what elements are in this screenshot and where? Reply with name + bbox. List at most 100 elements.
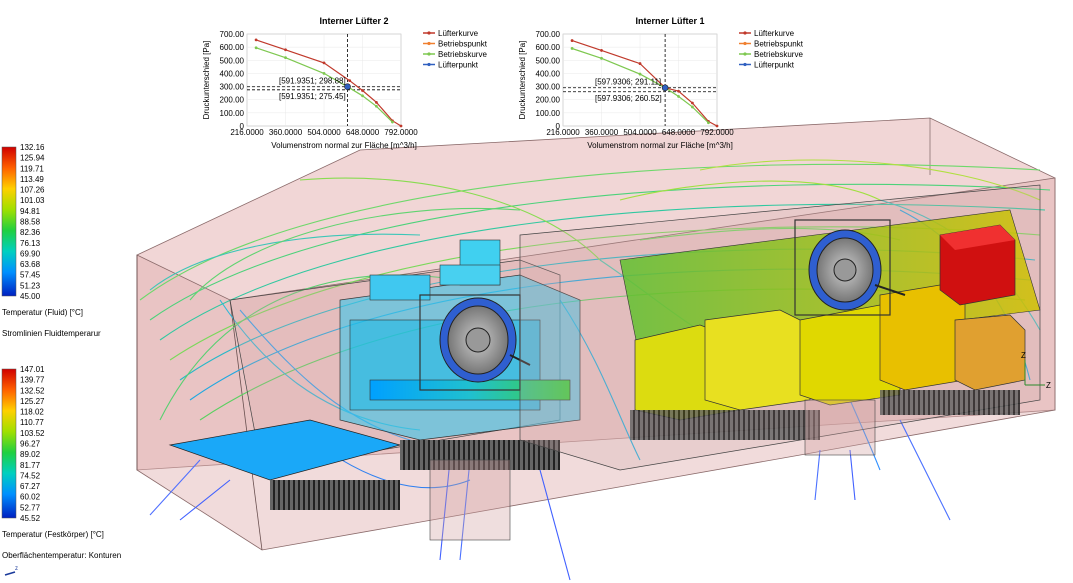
colorbar-tick-label: 45.52 [20, 514, 41, 523]
colorbar-tick-label: 88.58 [20, 218, 41, 227]
point-annotation: [597.9306; 260.52] [595, 94, 662, 103]
triad-axes-icon: Z Z [1021, 351, 1051, 390]
legend-label: Lüfterkurve [438, 29, 479, 38]
legend-label: Lüfterpunkt [438, 61, 479, 70]
legend-label: Betriebspunkt [754, 40, 804, 49]
series-point [600, 56, 603, 60]
colorbar-tick-label: 69.90 [20, 249, 41, 258]
fan-1 [794, 219, 906, 316]
series-point [254, 46, 258, 50]
y-tick-label: 500.00 [536, 56, 561, 65]
series-point [570, 47, 574, 50]
y-axis-label: Druckunterschied [Pa] [202, 41, 211, 120]
legend-marker [427, 31, 431, 35]
x-tick-label: 504.0000 [623, 128, 657, 137]
series-point [284, 56, 287, 60]
series-point [691, 105, 694, 109]
series-point [715, 124, 719, 128]
series-point [361, 94, 364, 98]
legend-marker [743, 31, 747, 35]
chart-title: Interner Lüfter 1 [635, 16, 704, 26]
series-point [322, 72, 326, 75]
x-tick-label: 792.0000 [384, 128, 418, 137]
colorbar-tick-label: 125.94 [20, 154, 45, 163]
colorbar-tick-label: 74.52 [20, 471, 41, 480]
series-point [391, 120, 394, 124]
y-tick-label: 100.00 [536, 109, 561, 118]
x-tick-label: 216.0000 [546, 128, 580, 137]
colorbar-solid-label: Temperatur (Festkörper) [°C] [2, 530, 104, 539]
colorbar-tick-label: 125.27 [20, 397, 45, 406]
x-tick-label: 360.0000 [269, 128, 303, 137]
legend-marker [743, 62, 747, 67]
y-tick-label: 700.00 [220, 30, 245, 39]
colorbar-tick-label: 103.52 [20, 429, 45, 438]
x-axis-label: Volumenstrom normal zur Fläche [m^3/h] [271, 141, 417, 150]
enclosure-model: Z Z z [4, 117, 1056, 581]
colorbar-solid: 147.01139.77132.52125.27118.02110.77103.… [1, 365, 121, 560]
y-tick-label: 600.00 [220, 43, 245, 52]
colorbar-tick-label: 94.81 [20, 207, 41, 216]
y-tick-label: 0 [240, 122, 245, 131]
operating-point [344, 83, 351, 91]
y-tick-label: 300.00 [536, 83, 561, 92]
x-tick-label: 360.0000 [585, 128, 619, 137]
series-point [322, 61, 326, 65]
colorbar-tick-label: 60.02 [20, 493, 41, 502]
colorbar-tick-label: 63.68 [20, 260, 41, 269]
y-tick-label: 200.00 [536, 96, 561, 105]
y-tick-label: 500.00 [220, 56, 245, 65]
point-annotation: [591.9351; 298.88] [279, 77, 346, 86]
colorbar-tick-label: 82.36 [20, 228, 41, 237]
legend-marker [427, 62, 431, 67]
colorbar-tick-label: 110.77 [20, 418, 44, 427]
colorbar-tick-label: 139.77 [20, 376, 45, 385]
svg-text:Z: Z [1046, 381, 1051, 390]
chart-title: Interner Lüfter 2 [319, 16, 388, 26]
series-point [600, 49, 603, 52]
series-point [677, 95, 680, 98]
point-annotation: [591.9351; 275.45] [279, 92, 346, 101]
y-axis-label: Druckunterschied [Pa] [518, 41, 527, 120]
colorbar-tick-label: 132.52 [20, 386, 45, 395]
series-point [361, 89, 364, 92]
y-tick-label: 200.00 [220, 96, 245, 105]
colorbar-solid-caption: Oberflächentemperatur: Konturen [2, 551, 121, 560]
colorbar-tick-label: 96.27 [20, 440, 41, 449]
colorbar-tick-label: 119.71 [20, 164, 44, 173]
components-yellow [634, 284, 1026, 421]
x-tick-label: 792.0000 [700, 128, 734, 137]
point-annotation: [597.9306; 291.11] [595, 78, 661, 87]
colorbar-tick-label: 147.01 [20, 365, 45, 374]
colorbar-tick-label: 51.23 [20, 281, 41, 290]
series-point [348, 79, 352, 83]
colorbar-tick-label: 113.49 [20, 175, 44, 184]
legend-marker [743, 52, 747, 56]
series-point [284, 48, 287, 52]
svg-text:z: z [15, 566, 18, 572]
series-point [254, 38, 258, 42]
operating-point [661, 84, 669, 92]
series-point [638, 62, 642, 65]
colorbar-tick-label: 101.03 [20, 196, 45, 205]
legend-label: Lüfterpunkt [754, 61, 795, 70]
series-point [691, 101, 694, 105]
y-tick-label: 300.00 [220, 83, 245, 92]
x-axis-label: Volumenstrom normal zur Fläche [m^3/h] [587, 141, 733, 150]
x-tick-label: 504.0000 [307, 128, 341, 137]
colorbar-tick-label: 132.16 [20, 143, 45, 152]
colorbar-tick-label: 107.26 [20, 186, 45, 195]
series-point [638, 72, 642, 76]
legend-label: Lüfterkurve [754, 29, 795, 38]
svg-text:Z: Z [1021, 351, 1026, 360]
series-point [375, 100, 378, 104]
series-point [677, 89, 680, 93]
colorbar-fluid-caption: Stromlinien Fluidtemperarur [2, 329, 101, 338]
x-tick-label: 648.0000 [346, 128, 380, 137]
y-tick-label: 400.00 [220, 69, 245, 78]
legend-label: Betriebskurve [438, 50, 487, 59]
chart-fan-2: Interner Lüfter 20100.00200.00300.00400.… [202, 16, 488, 150]
series-line [571, 40, 718, 127]
